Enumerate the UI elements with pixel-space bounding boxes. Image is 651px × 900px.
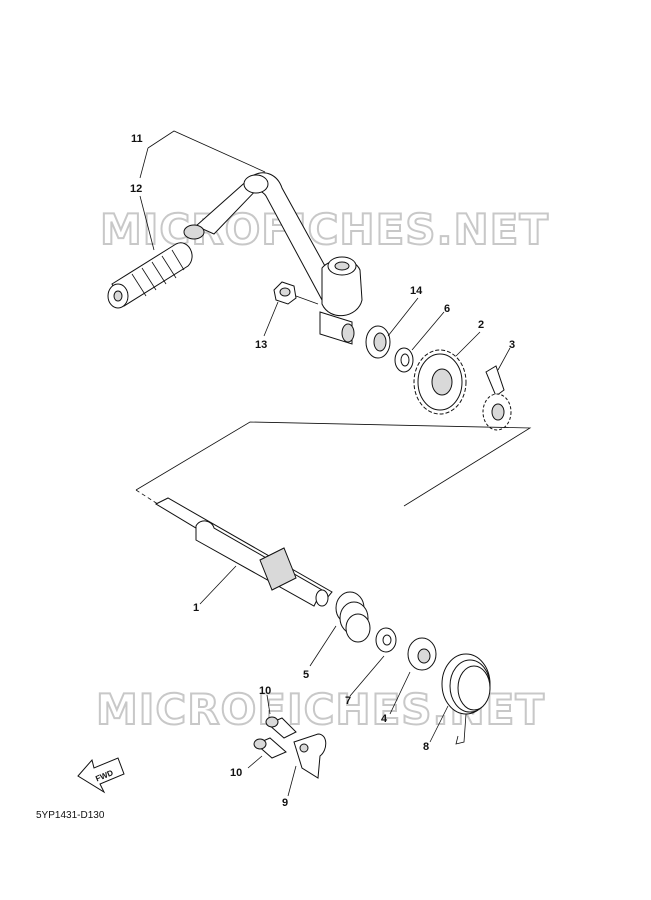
callout-6: 6 [444,303,450,315]
callout-14: 14 [410,285,423,297]
kick-grip [107,242,193,309]
oil-seal [365,325,391,359]
assembly-bracket-11 [139,130,266,179]
washer-7 [375,627,397,653]
washer-6 [394,347,414,373]
fwd-arrow-icon: FWD [77,757,125,794]
kick-shaft [154,497,333,607]
stopper-plate-and-bolts [253,716,327,779]
leader-lines [139,195,511,797]
callout-12: 12 [130,183,142,195]
callout-9: 9 [282,797,288,809]
spring-guide [407,637,437,671]
assembly-lines [135,421,532,509]
callout-2: 2 [478,319,484,331]
ratchet [482,365,512,431]
crank-bolt [273,281,319,305]
callout-4: 4 [381,713,388,725]
callout-8: 8 [423,741,429,753]
shaft-spring [335,591,371,643]
torsion-spring [441,653,491,745]
watermark-top: MICROFICHES.NET [100,205,549,254]
callout-11: 11 [131,133,143,145]
callout-1: 1 [193,602,199,614]
callout-10-lower: 10 [230,767,242,779]
callout-7: 7 [345,695,351,707]
callout-3: 3 [509,339,515,351]
diagram-code: 5YP1431-D130 [36,810,105,821]
kick-crank-lever [183,172,363,345]
kick-gear [413,349,467,415]
callout-10-upper: 10 [259,685,271,697]
callout-5: 5 [303,669,309,681]
callout-13: 13 [255,339,267,351]
